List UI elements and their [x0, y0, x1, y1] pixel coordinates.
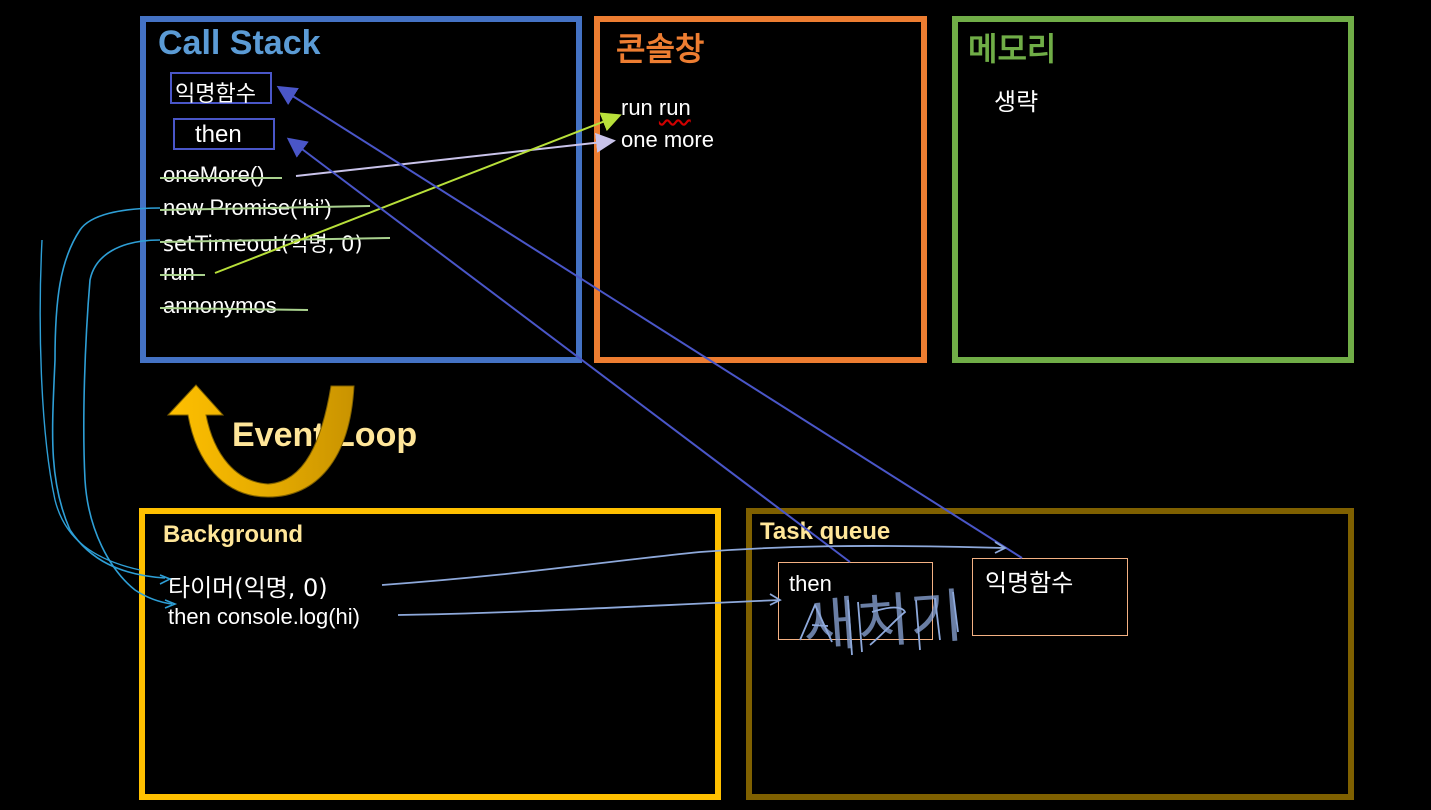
curve-then-to-taskqueue: [397, 599, 781, 616]
strike-new-promise: [159, 205, 371, 211]
callstack-item-onemore: oneMore(): [163, 162, 265, 187]
taskqueue-panel: [746, 508, 1354, 800]
taskqueue-item-anonymous-label: 익명함수: [985, 569, 1074, 597]
background-title: Background: [163, 521, 304, 548]
arrow-onemore-to-console: [295, 132, 616, 177]
callstack-frame-anonymous-label: 익명함수: [175, 82, 256, 107]
callstack-frame-anonymous: 익명함수: [170, 72, 272, 107]
arrow-run-to-console: [214, 112, 622, 274]
strike-settimeout: [159, 237, 391, 243]
console-title: 콘솔창: [616, 30, 705, 68]
taskqueue-title: Task queue: [760, 518, 891, 545]
console-line-run-run: run run: [621, 95, 691, 121]
callstack-frame-then: then: [173, 118, 275, 150]
console-line-run-second: run: [658, 95, 691, 120]
strike-annonymos: [159, 307, 309, 311]
memory-note: 생략: [994, 88, 1039, 116]
memory-title: 메모리: [968, 30, 1057, 68]
callstack-frame-then-label: then: [195, 121, 242, 148]
console-line-run-first: run: [621, 95, 659, 120]
callstack-item-settimeout: setTimeout(익명, 0): [163, 232, 363, 256]
arrow-taskqueue-anonymous-to-stack: [276, 85, 1023, 559]
background-item-timer: 타이머(익명, 0): [168, 574, 328, 602]
scribble-marks: [799, 591, 959, 656]
taskqueue-item-then-label: then: [789, 571, 832, 596]
arrow-taskqueue-then-to-stack: [286, 137, 851, 563]
callstack-item-annonymos: annonymos: [163, 293, 277, 318]
memory-panel: [952, 16, 1354, 363]
background-panel: [139, 508, 721, 800]
callstack-panel: [140, 16, 582, 363]
background-item-then-log: then console.log(hi): [168, 604, 361, 629]
console-line-one-more: one more: [621, 127, 714, 152]
event-loop-arrow: [166, 384, 355, 498]
curve-settimeout-to-background: [83, 239, 173, 605]
taskqueue-item-anonymous: 익명함수: [972, 558, 1128, 636]
strike-lines: [159, 177, 391, 311]
console-panel: [594, 16, 927, 363]
callstack-item-run: run: [163, 260, 195, 285]
curve-timer-to-taskqueue: [381, 545, 1006, 586]
taskqueue-item-then: then: [778, 562, 933, 640]
curve-promise-to-background: [51, 207, 166, 579]
callstack-title: Call Stack: [158, 24, 321, 62]
